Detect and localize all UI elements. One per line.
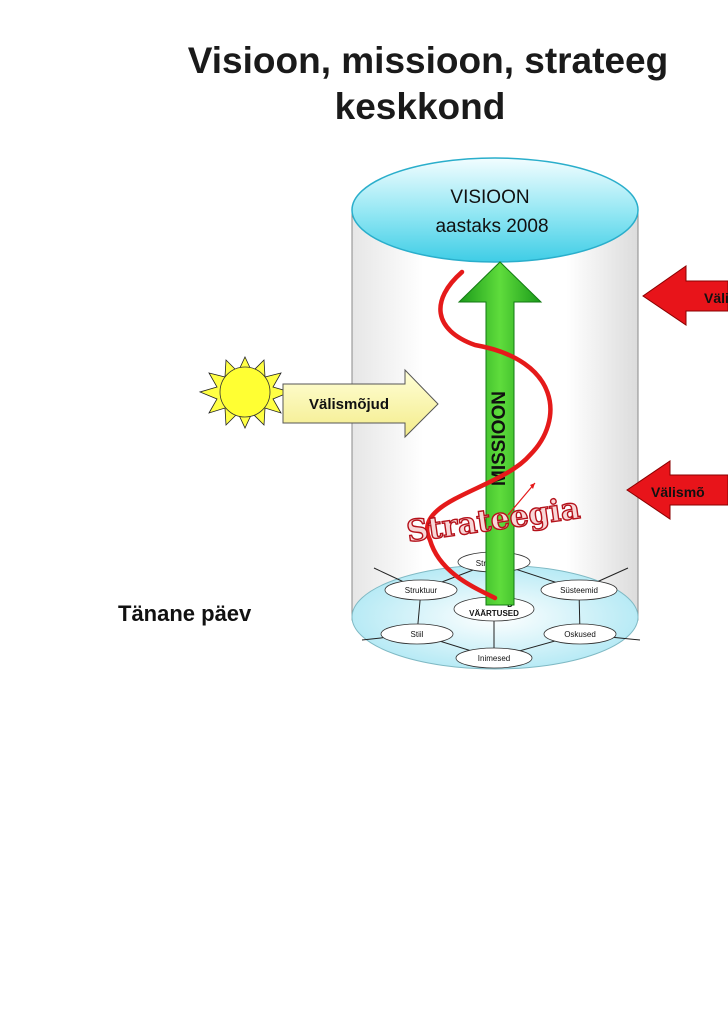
node-skills-label: Oskused [564, 630, 596, 639]
cylinder-top [351, 157, 639, 263]
strategy-pointer [507, 482, 536, 516]
sun-icon [198, 356, 292, 429]
node-systems-label: Süsteemid [560, 586, 598, 595]
external-influence-right-bottom-label: Välismõ [651, 484, 705, 500]
node-systems [540, 579, 618, 601]
node-center-line2: VÄÄRTUSED [469, 609, 519, 618]
node-people [455, 647, 533, 669]
page-title-line-1: Visioon, missioon, strateeg [187, 40, 669, 81]
node-structure-label: Struktuur [405, 586, 438, 595]
today-label: Tänane päev [118, 601, 252, 626]
vision-title: VISIOON [450, 187, 529, 208]
external-influence-left-label: Välismõjud [309, 396, 389, 413]
page-title-line-2: keskkond [334, 86, 506, 127]
node-skills [543, 623, 617, 645]
mission-arrow: MISSIOON [457, 261, 543, 606]
strategy-curve [425, 269, 553, 601]
vision-year: aastaks 2008 [435, 216, 548, 237]
external-influence-right-top: Välis [642, 265, 728, 326]
external-influence-right-top-label: Välis [704, 290, 728, 306]
node-structure [384, 579, 458, 601]
external-influence-right-bottom: Välismõ [626, 460, 728, 520]
external-influence-left: Välismõjud [282, 368, 439, 439]
node-people-label: Inimesed [478, 654, 510, 663]
node-style-label: Stiil [411, 630, 424, 639]
mission-label: MISSIOON [489, 391, 510, 486]
node-style [380, 623, 454, 645]
